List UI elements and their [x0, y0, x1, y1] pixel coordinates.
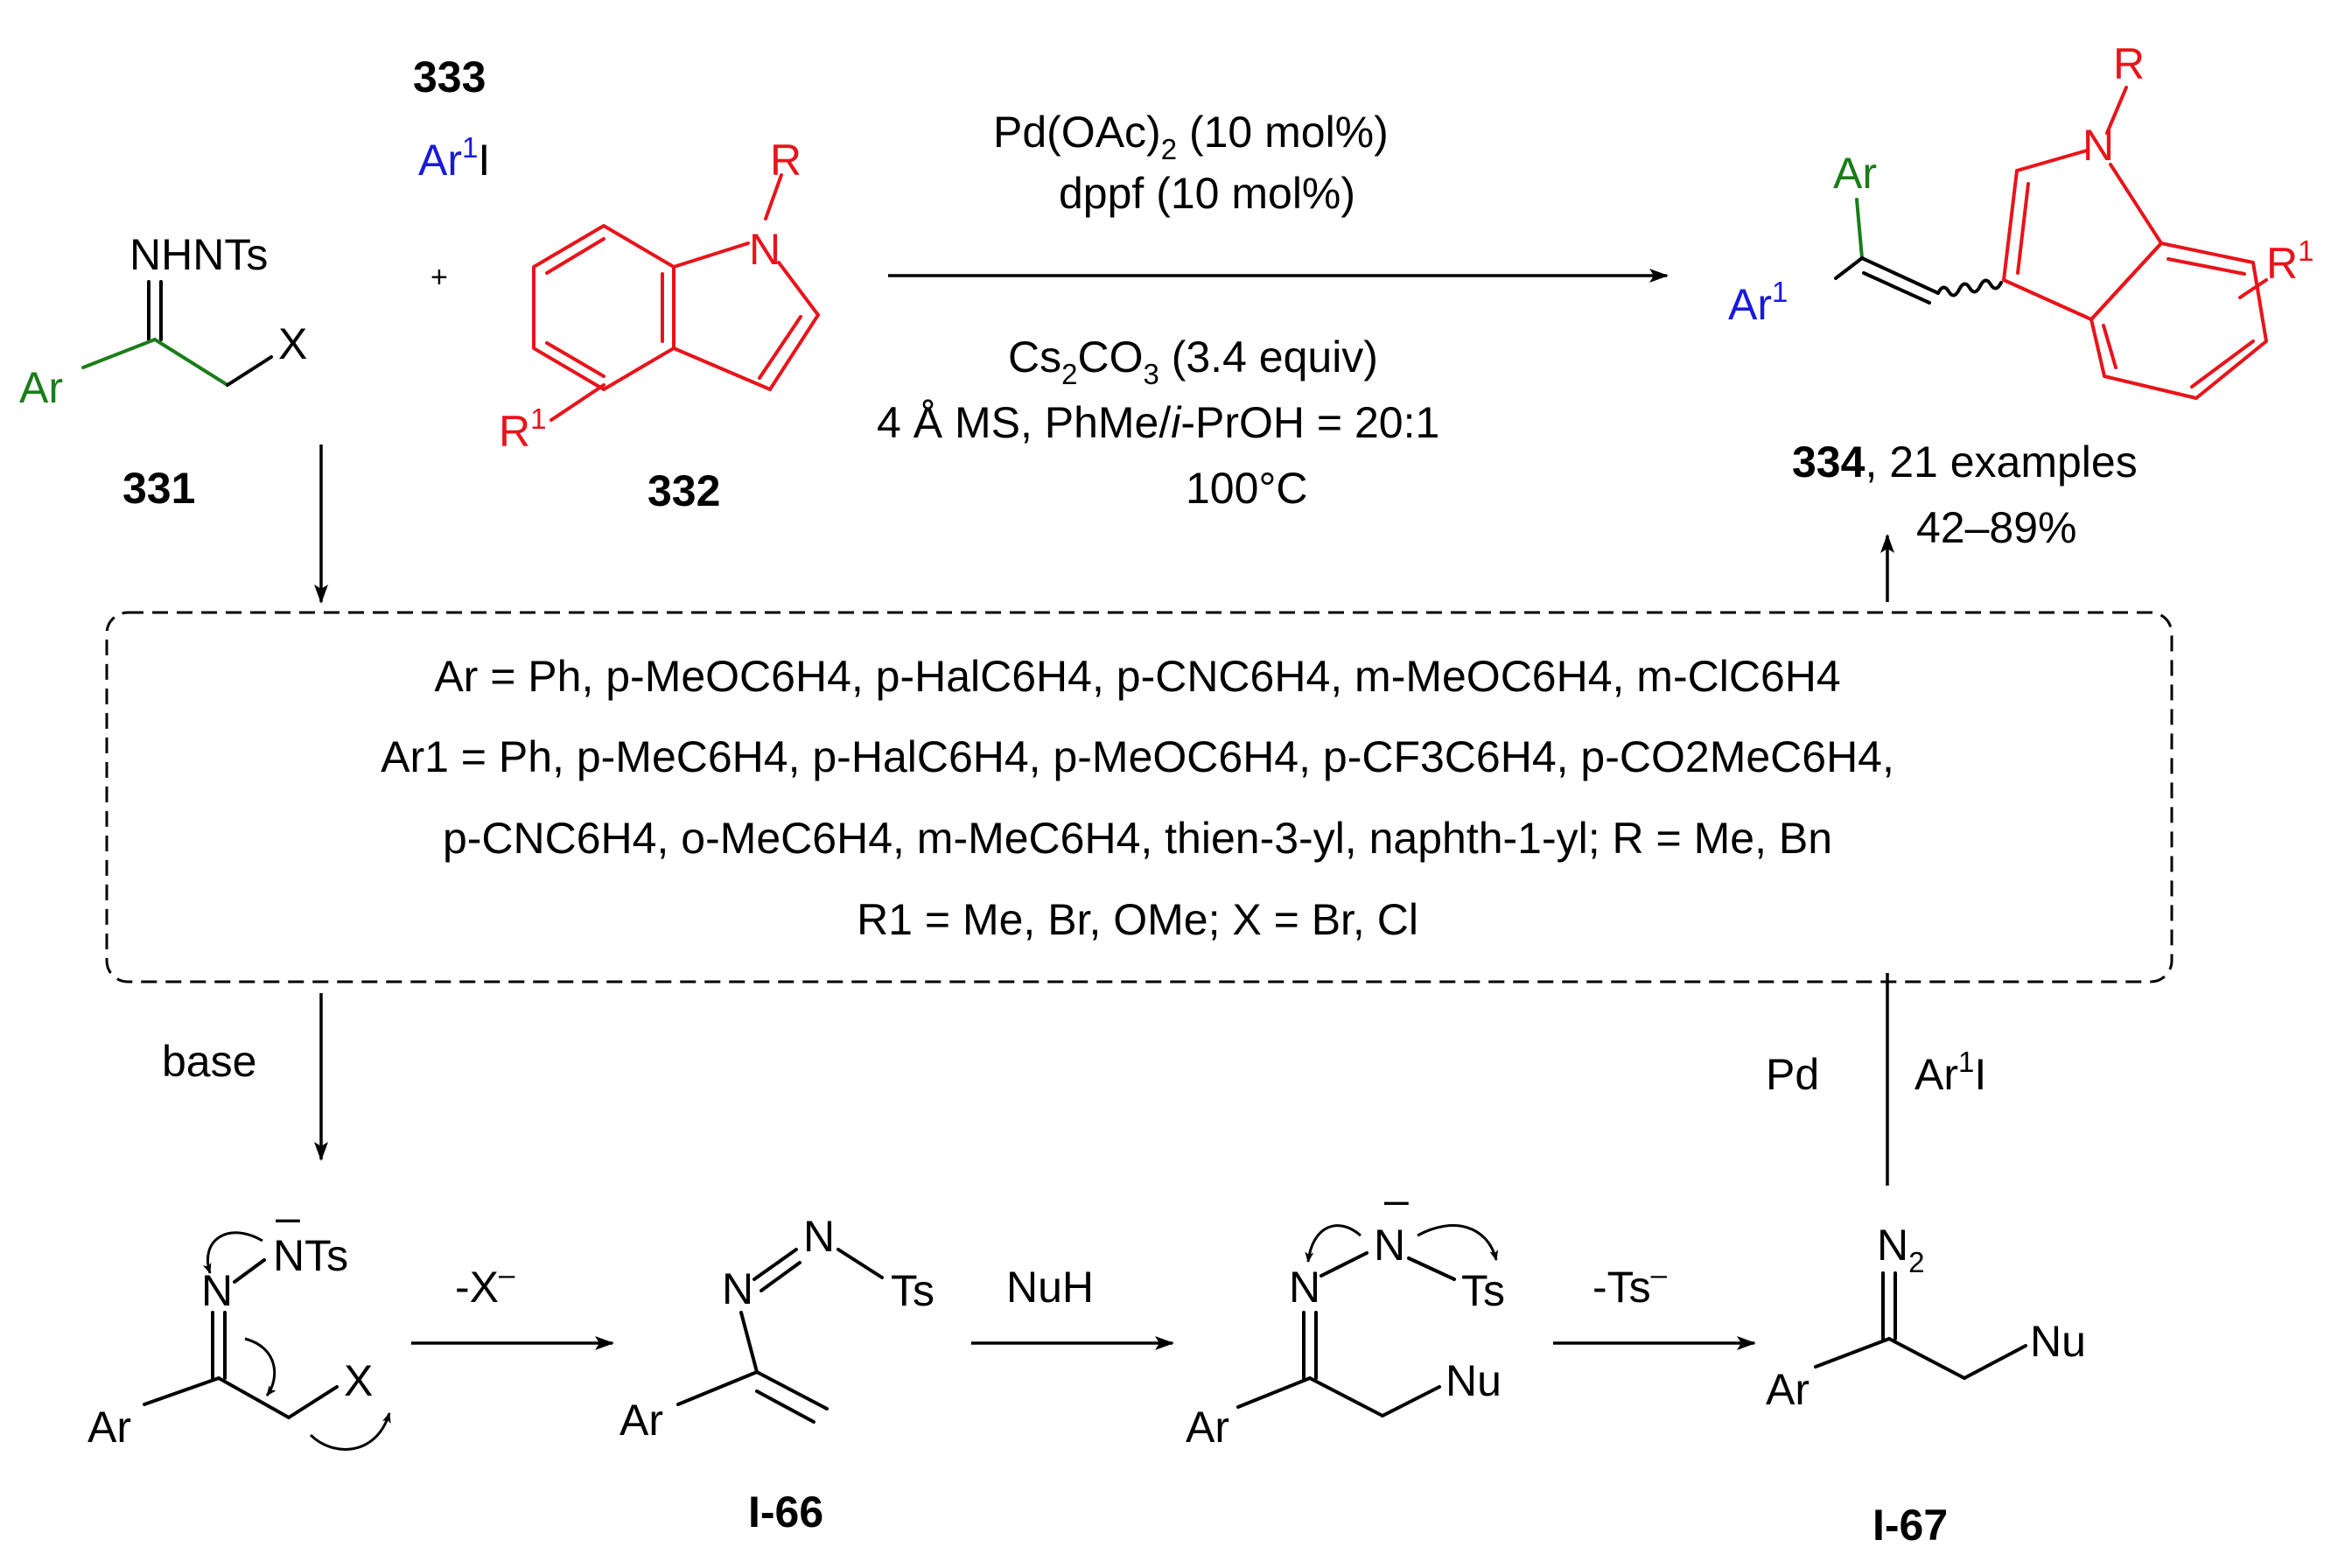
- compound-id-i67: I-67: [1872, 1501, 1948, 1550]
- scope-ar: Ar = Ph, p-MeOC6H4, p-HalC6H4, p-CNC6H4,…: [434, 652, 1840, 701]
- condition-solvent: 4 Å MS, PhMe/i-PrOH = 20:1: [877, 398, 1439, 447]
- i67-nu: Nu: [2030, 1317, 2086, 1366]
- indole-r1-label: R1: [499, 402, 546, 456]
- compound-333: 333 Ar1I: [413, 52, 490, 185]
- step3-label: -Ts–: [1592, 1258, 1668, 1312]
- scope-r1-x: R1 = Me, Br, OMe; X = Br, Cl: [857, 895, 1418, 944]
- base-label: base: [162, 1037, 256, 1086]
- nhnts-label: NHNTs: [130, 230, 268, 279]
- adduct-nu: Nu: [1446, 1356, 1502, 1405]
- x-label: X: [278, 319, 307, 368]
- adduct-ar: Ar: [1186, 1403, 1229, 1452]
- adduct-ts: Ts: [1461, 1266, 1505, 1315]
- anion-x: X: [344, 1356, 373, 1405]
- product-r-label: R: [2113, 39, 2145, 88]
- i66-n1: N: [722, 1264, 753, 1313]
- mechanism-nu-adduct: N N – Ts Nu Ar: [1186, 1175, 1505, 1452]
- compound-id-i66: I-66: [748, 1488, 823, 1536]
- condition-base: Cs2CO3 (3.4 equiv): [1008, 332, 1378, 390]
- reaction-conditions: Pd(OAc)2 (10 mol%) dppf (10 mol%) Cs2CO3…: [877, 108, 1669, 513]
- plus-sign: +: [430, 261, 448, 294]
- step2-label: NuH: [1006, 1263, 1094, 1312]
- product-r1-label: R1: [2266, 234, 2314, 288]
- anion-minus: –: [276, 1193, 300, 1242]
- ar-label: Ar: [19, 363, 63, 412]
- adduct-n1: N: [1289, 1263, 1320, 1312]
- anion-ar: Ar: [88, 1403, 131, 1452]
- scope-box: Ar = Ph, p-MeOC6H4, p-HalC6H4, p-CNC6H4,…: [105, 611, 2174, 984]
- product-n-label: N: [2082, 121, 2114, 170]
- condition-temperature: 100°C: [1186, 464, 1308, 513]
- product-yield: 42–89%: [1916, 503, 2077, 552]
- i67-ar: Ar: [1766, 1365, 1810, 1414]
- compound-331: NHNTs Ar X 331: [19, 230, 307, 513]
- adduct-minus: –: [1384, 1175, 1409, 1224]
- compound-id-331: 331: [122, 464, 195, 513]
- compound-id-333: 333: [413, 52, 486, 102]
- indole-r-label: R: [770, 136, 802, 185]
- step1-label: -X–: [455, 1258, 515, 1312]
- intermediate-i67: N2 Nu Ar I-67: [1766, 1221, 2086, 1550]
- i67-n2: N2: [1877, 1221, 1924, 1278]
- ar1i-label: Ar1I: [1914, 1046, 1986, 1099]
- anion-n: N: [201, 1266, 233, 1315]
- mechanism-anion: NTs – N Ar X: [88, 1193, 391, 1452]
- condition-ligand: dppf (10 mol%): [1059, 169, 1355, 218]
- compound-id-332: 332: [648, 466, 720, 515]
- compound-332-indole: N R R1 332: [499, 136, 820, 515]
- intermediate-i66: N N Ts Ar I-66: [620, 1212, 934, 1536]
- anion-nts: NTs: [273, 1231, 348, 1280]
- i66-ar: Ar: [620, 1396, 663, 1445]
- ar1-label: Ar1I: [418, 131, 490, 185]
- compound-334-product: Ar Ar1 N R R1 334, 21 examples 42–89%: [1728, 39, 2314, 552]
- product-ar1-label: Ar1: [1728, 276, 1788, 329]
- condition-catalyst: Pd(OAc)2 (10 mol%): [993, 108, 1389, 165]
- scope-ar1-cont: p-CNC6H4, o-MeC6H4, m-MeC6H4, thien-3-yl…: [443, 814, 1832, 863]
- product-summary: 334, 21 examples: [1792, 438, 2138, 486]
- pd-label: Pd: [1766, 1050, 1819, 1099]
- adduct-n2: N: [1374, 1221, 1405, 1270]
- product-ar-label: Ar: [1833, 149, 1877, 198]
- i66-ts: Ts: [891, 1266, 934, 1315]
- i66-n2: N: [803, 1212, 835, 1261]
- indole-n-label: N: [749, 225, 780, 274]
- scope-ar1: Ar1 = Ph, p-MeC6H4, p-HalC6H4, p-MeOC6H4…: [381, 732, 1894, 781]
